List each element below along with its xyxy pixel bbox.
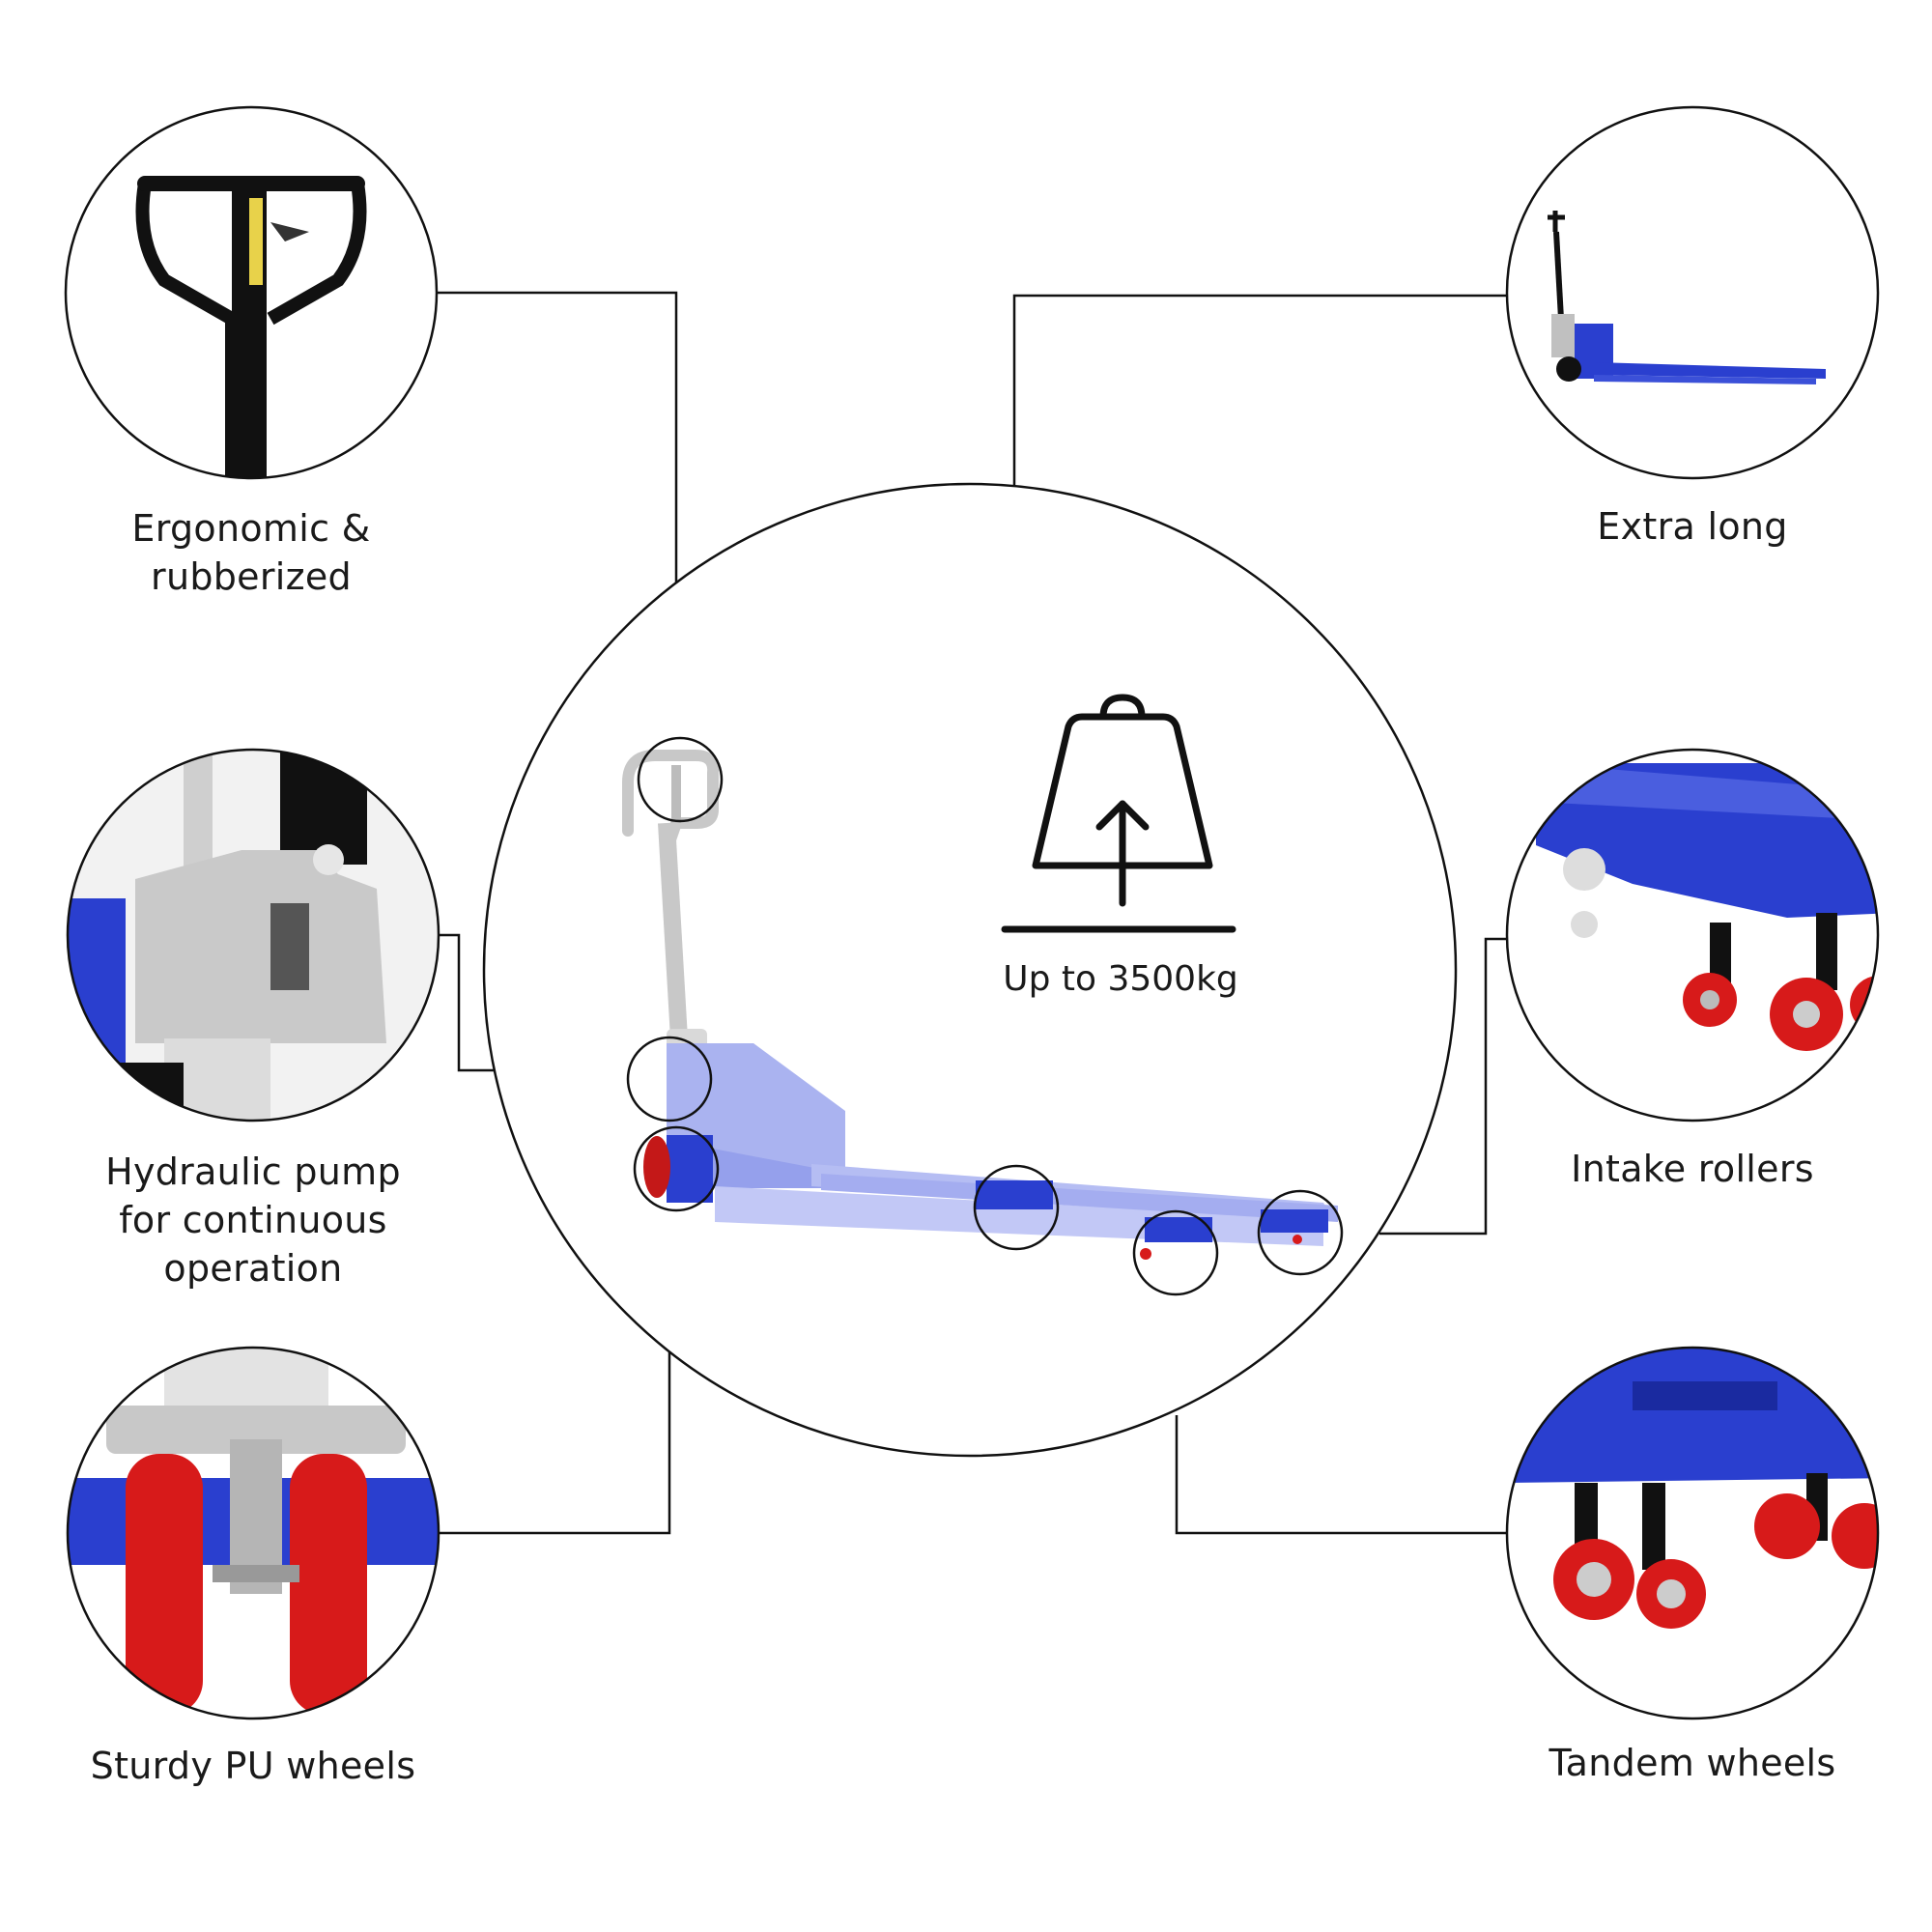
feature-handle-image bbox=[66, 107, 437, 478]
label-handle: Ergonomic & rubberized bbox=[29, 504, 473, 601]
capacity-label: Up to 3500kg bbox=[1003, 959, 1238, 999]
label-rollers: Intake rollers bbox=[1470, 1145, 1915, 1193]
zoom-fork bbox=[973, 1164, 1060, 1251]
zoom-wheel bbox=[633, 1125, 720, 1212]
zoom-tandem bbox=[1132, 1209, 1219, 1296]
label-handle-line1: Ergonomic & bbox=[131, 507, 371, 550]
label-pump: Hydraulic pump for continuous operation bbox=[31, 1148, 475, 1293]
label-pump-line1: Hydraulic pump bbox=[105, 1151, 401, 1193]
zoom-pump bbox=[626, 1036, 713, 1122]
feature-tandem-image bbox=[1507, 1348, 1878, 1719]
feature-tandem-circle bbox=[1505, 1346, 1880, 1720]
feature-pump-circle bbox=[66, 748, 440, 1122]
label-wheels: Sturdy PU wheels bbox=[31, 1742, 475, 1790]
label-length-line1: Extra long bbox=[1597, 505, 1788, 548]
connector-handle bbox=[437, 291, 678, 582]
feature-wheels-circle bbox=[66, 1346, 440, 1720]
connector-wheels bbox=[439, 1352, 671, 1535]
label-rollers-line1: Intake rollers bbox=[1571, 1148, 1814, 1190]
weight-lift-icon bbox=[1001, 694, 1236, 933]
connector-pump bbox=[439, 933, 498, 1072]
connector-rollers bbox=[1379, 937, 1507, 1236]
feature-length-circle bbox=[1505, 105, 1880, 480]
connector-tandem bbox=[1175, 1415, 1507, 1535]
label-handle-line2: rubberized bbox=[151, 555, 352, 598]
label-tandem-line1: Tandem wheels bbox=[1548, 1742, 1836, 1784]
label-length: Extra long bbox=[1470, 502, 1915, 551]
feature-pump-image bbox=[68, 750, 439, 1121]
zoom-roller bbox=[1257, 1189, 1344, 1276]
feature-handle-circle bbox=[64, 105, 439, 480]
feature-length-image bbox=[1507, 107, 1878, 478]
label-tandem: Tandem wheels bbox=[1470, 1739, 1915, 1787]
feature-rollers-image bbox=[1507, 750, 1878, 1121]
label-pump-line3: operation bbox=[163, 1247, 343, 1290]
feature-wheels-image bbox=[68, 1348, 439, 1719]
center-circle bbox=[482, 482, 1458, 1458]
connector-lines bbox=[437, 291, 1507, 1535]
zoom-handle bbox=[637, 736, 724, 823]
connector-length bbox=[1012, 294, 1507, 486]
label-wheels-line1: Sturdy PU wheels bbox=[90, 1745, 416, 1787]
zoom-markers bbox=[626, 736, 1344, 1296]
feature-rollers-circle bbox=[1505, 748, 1880, 1122]
label-pump-line2: for continuous bbox=[119, 1199, 387, 1241]
